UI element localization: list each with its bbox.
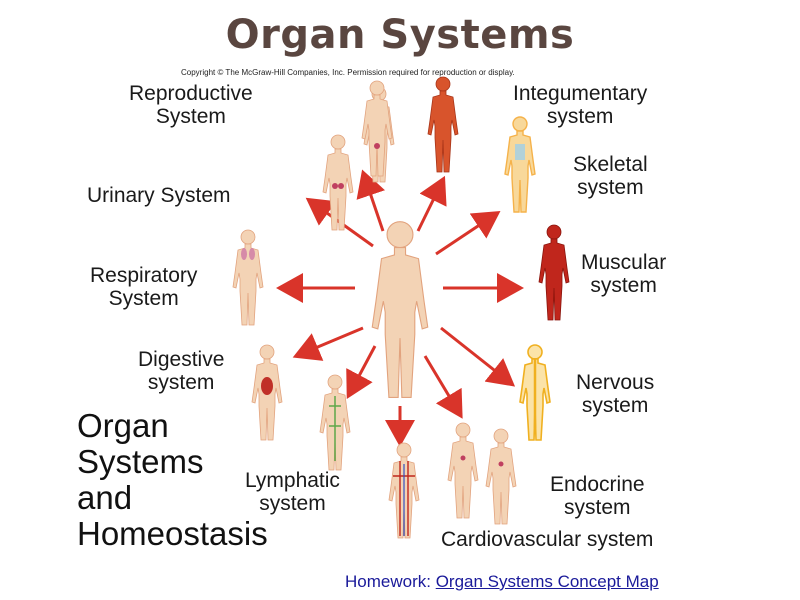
- reproductive-figures: [322, 80, 395, 231]
- arrow-digestive: [292, 326, 364, 361]
- label-urinary: Urinary System: [87, 184, 231, 207]
- arrow-endocrine: [423, 355, 463, 419]
- arrows: [276, 169, 524, 447]
- endocrine-figures: [447, 422, 517, 525]
- arrow-skeletal: [435, 211, 501, 256]
- integumentary-figure: [427, 76, 459, 173]
- slide-title: Organ Systems: [225, 12, 575, 58]
- copyright-notice: Copyright © The McGraw-Hill Companies, I…: [181, 68, 515, 77]
- arrow-integumentary: [416, 175, 447, 232]
- muscular-figure: [538, 224, 570, 321]
- arrow-nervous: [440, 326, 516, 387]
- central-body-figure: [371, 220, 429, 399]
- body-diagram: [232, 76, 570, 539]
- figure-big-title: Organ Systems and Homeostasis: [77, 407, 268, 552]
- homework-prefix: Homework:: [345, 572, 431, 591]
- arrow-reproductive: [356, 169, 385, 232]
- arrow-lymphatic: [346, 345, 377, 399]
- label-cardiovascular: Cardiovascular system: [441, 528, 654, 551]
- skeletal-figure: [504, 116, 536, 213]
- organ-systems-figure: Copyright © The McGraw-Hill Companies, I…: [73, 66, 722, 553]
- respiratory-figure: [232, 229, 264, 326]
- homework-link[interactable]: Organ Systems Concept Map: [435, 572, 659, 591]
- homework-line: Homework: Organ Systems Concept Map: [345, 572, 659, 592]
